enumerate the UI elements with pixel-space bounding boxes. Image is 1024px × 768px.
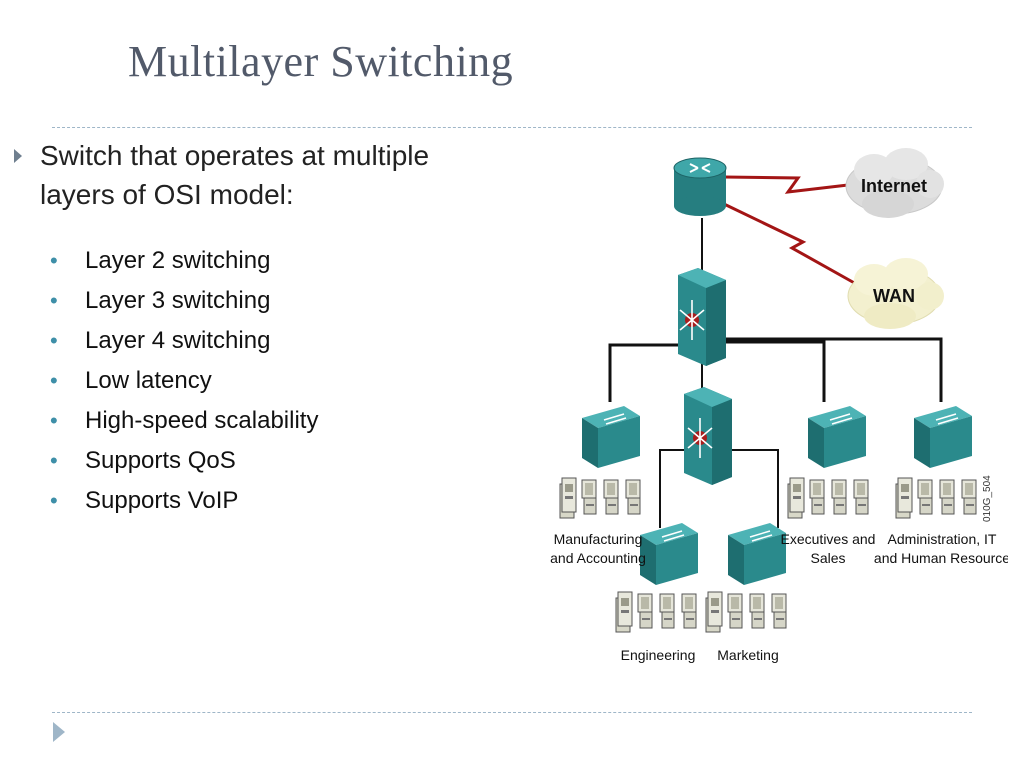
group-label-manufacturing: and Accounting (550, 550, 646, 566)
access-switch-icon (914, 406, 972, 468)
trunk-line-mid (724, 340, 826, 402)
bullet-dot-icon: • (50, 368, 58, 393)
slide-title: Multilayer Switching (128, 37, 514, 86)
workstation-group-icon (559, 477, 641, 519)
list-item: • Supports VoIP (50, 484, 320, 518)
list-item: • Layer 2 switching (50, 244, 320, 278)
slide-nav-arrow-icon (53, 722, 65, 742)
bullet-dot-icon: • (50, 288, 58, 313)
list-item-text: Layer 3 switching (85, 287, 271, 314)
core-multilayer-switch-icon (678, 268, 726, 366)
group-label-executives: Executives and (781, 531, 876, 547)
bottom-divider (52, 712, 972, 713)
access-switch-icon (808, 406, 866, 468)
internet-link (723, 175, 849, 194)
access-switch-icon (640, 523, 698, 585)
list-item: • Layer 4 switching (50, 324, 320, 358)
network-diagram: Internet WAN Manufacturing and Accountin… (550, 148, 1008, 663)
list-item: • Supports QoS (50, 444, 320, 478)
bullet-dot-icon: • (50, 408, 58, 433)
access-switch-icon (582, 406, 640, 468)
list-item-text: Low latency (85, 367, 212, 394)
list-item-text: Supports VoIP (85, 487, 239, 514)
distribution-multilayer-switch-icon (684, 387, 732, 485)
access-switch-icon (728, 523, 786, 585)
list-item: • High-speed scalability (50, 404, 320, 438)
group-label-marketing: Marketing (717, 647, 778, 663)
workstation-group-icon (615, 591, 697, 633)
top-divider (52, 127, 972, 128)
bullet-dot-icon: • (50, 248, 58, 273)
list-item-text: Layer 4 switching (85, 327, 271, 354)
internet-cloud-icon (845, 148, 944, 218)
wan-cloud-label: WAN (873, 286, 915, 306)
trunk-line-right (724, 337, 943, 402)
feature-list: • Layer 2 switching • Layer 3 switching • L… (50, 244, 320, 524)
bullet-dot-icon: • (50, 488, 58, 513)
list-item-text: Layer 2 switching (85, 247, 271, 274)
lead-text: Switch that operates at multiple layers … (40, 140, 430, 210)
workstation-group-icon (787, 477, 869, 519)
group-label-administration: and Human Resource (874, 550, 1008, 566)
bullet-dot-icon: • (50, 448, 58, 473)
list-item-text: High-speed scalability (85, 407, 319, 434)
workstation-group-icon (705, 591, 787, 633)
list-item-text: Supports QoS (85, 447, 236, 474)
list-item: • Low latency (50, 364, 320, 398)
group-label-administration: Administration, IT (888, 531, 997, 547)
bullet-dot-icon: • (50, 328, 58, 353)
internet-cloud-label: Internet (861, 176, 927, 196)
list-item: • Layer 3 switching (50, 284, 320, 318)
workstation-group-icon (895, 477, 977, 519)
wan-cloud-icon (847, 258, 944, 329)
figure-code: 010G_504 (982, 475, 993, 522)
group-label-executives: Sales (810, 550, 845, 566)
lead-bullet-arrow-icon (14, 149, 22, 163)
group-label-manufacturing: Manufacturing (554, 531, 643, 547)
wan-link (723, 202, 859, 287)
router-icon (673, 157, 727, 216)
group-label-engineering: Engineering (621, 647, 696, 663)
